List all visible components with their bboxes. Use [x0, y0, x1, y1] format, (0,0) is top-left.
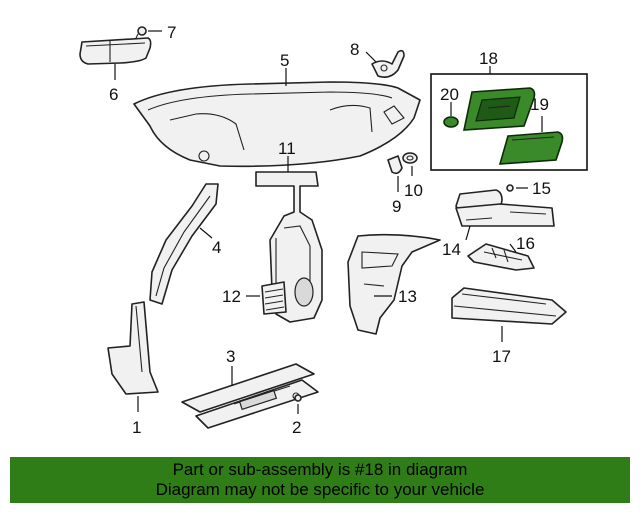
callout-20: 20 [440, 85, 459, 104]
callout-3: 3 [226, 347, 235, 366]
part-15-screw[interactable] [506, 184, 514, 192]
part-18-housing[interactable] [462, 87, 536, 131]
part-19-lens[interactable] [498, 131, 564, 165]
info-banner: Part or sub-assembly is #18 in diagram D… [10, 457, 630, 503]
banner-line-1: Part or sub-assembly is #18 in diagram [172, 460, 468, 479]
callout-11: 11 [278, 139, 296, 158]
part-8-coat-hook[interactable] [371, 49, 405, 78]
callout-16: 16 [516, 234, 535, 253]
part-13-quarter-trim[interactable] [347, 233, 441, 335]
callout-12: 12 [222, 287, 241, 306]
part-5-headliner[interactable] [133, 81, 421, 168]
part-20-bulb[interactable] [443, 116, 459, 128]
callout-5: 5 [280, 51, 289, 70]
part-1-cowl-trim[interactable] [107, 301, 159, 395]
parts-diagram: 6 7 5 8 9 10 18 [79, 23, 588, 437]
part-3-scuff-plate[interactable] [181, 363, 319, 429]
part-10-grommet[interactable] [402, 152, 418, 164]
part-16-bracket[interactable] [467, 243, 535, 271]
callout-8: 8 [350, 40, 359, 59]
callout-14: 14 [442, 240, 461, 259]
banner-line-2: Diagram may not be specific to your vehi… [155, 480, 485, 499]
part-6-sun-visor[interactable] [79, 37, 152, 65]
callout-13: 13 [398, 287, 417, 306]
callout-2: 2 [292, 418, 301, 437]
callout-4: 4 [212, 238, 221, 257]
part-4-pillar-trim[interactable] [149, 183, 219, 305]
callout-9: 9 [392, 197, 401, 216]
callout-1: 1 [132, 418, 141, 437]
part-17-storage-bin[interactable] [451, 287, 567, 325]
callout-10: 10 [404, 181, 423, 200]
callout-15: 15 [532, 179, 551, 198]
part-9-bracket[interactable] [387, 155, 403, 175]
part-12-speaker-grille[interactable] [261, 281, 287, 315]
part-14-overhead-console[interactable] [455, 189, 555, 227]
part-7-visor-clip[interactable] [135, 26, 147, 39]
callout-7: 7 [167, 23, 176, 42]
callout-17: 17 [492, 347, 511, 366]
part-2-screw[interactable] [294, 394, 302, 402]
callout-19: 19 [530, 95, 549, 114]
callout-18: 18 [479, 49, 498, 68]
callout-6: 6 [109, 85, 118, 104]
